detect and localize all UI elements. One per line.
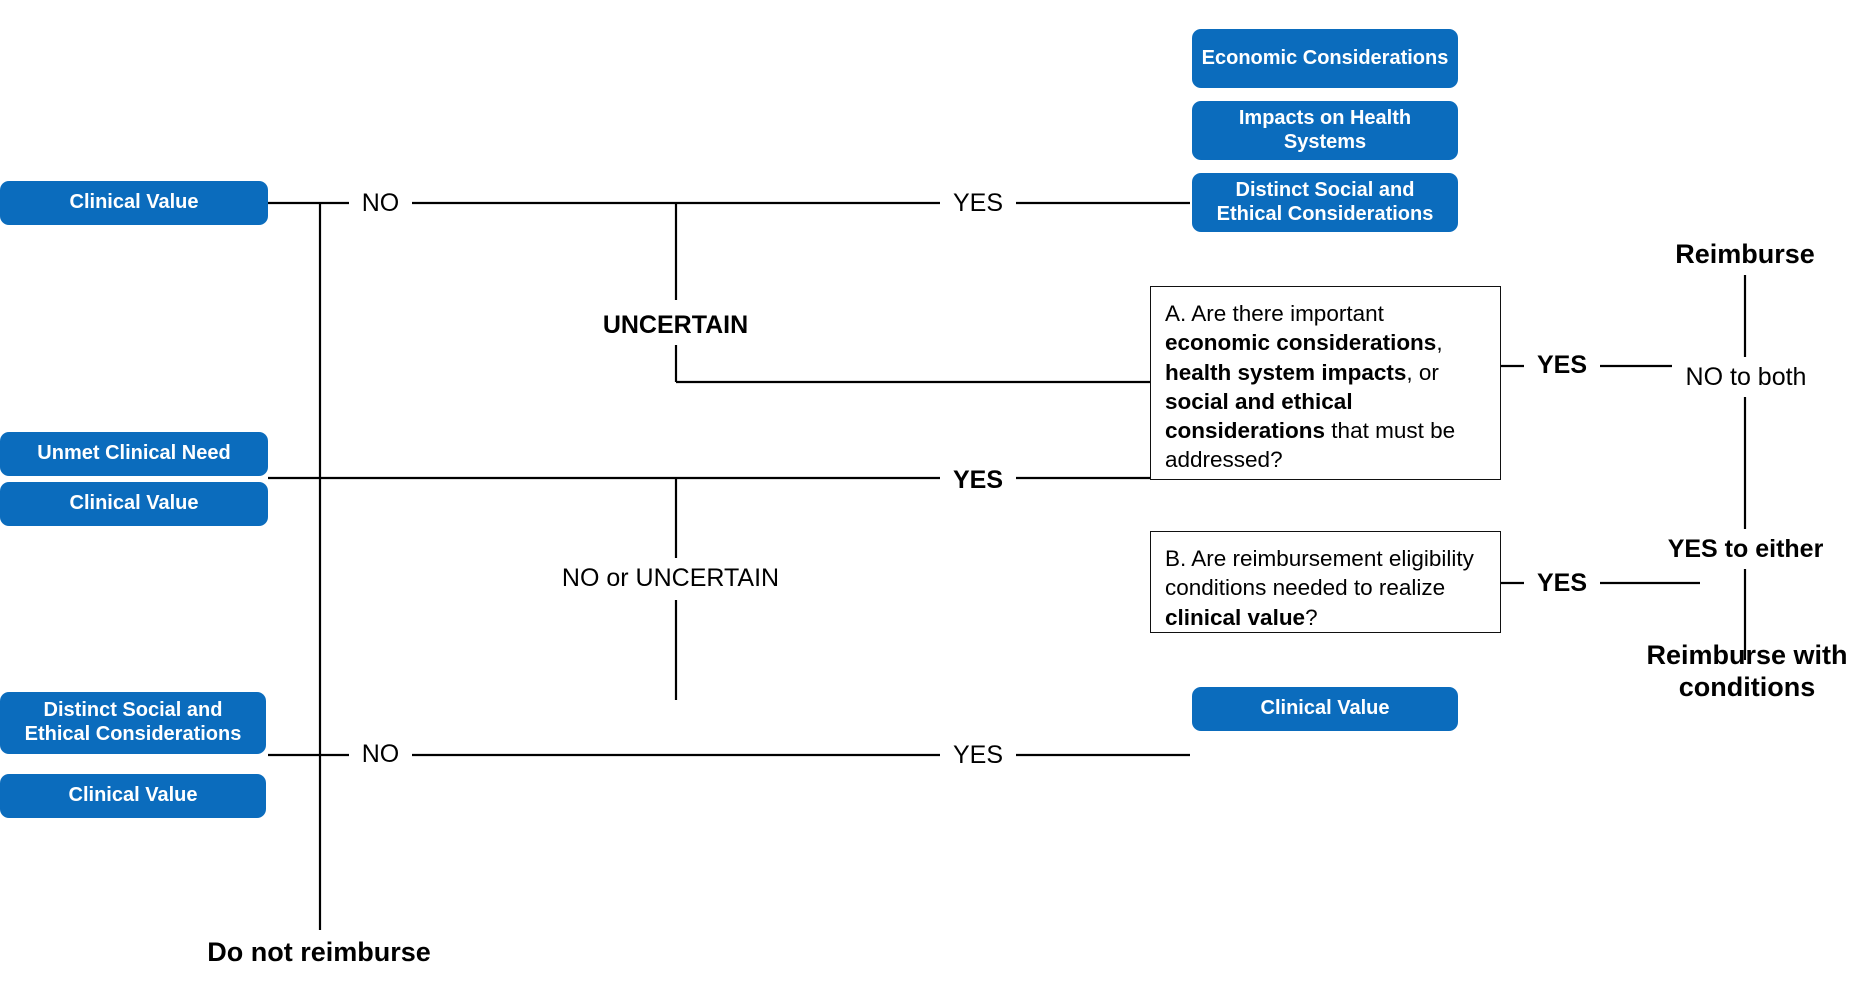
criteria-node-economic-considerations[interactable]: Economic Considerations [1192, 29, 1458, 88]
criteria-node-clinical-value-row3[interactable]: Clinical Value [0, 774, 266, 818]
question-b-suffix: ? [1305, 604, 1318, 630]
criteria-node-impacts-on-health-systems[interactable]: Impacts on Health Systems [1192, 101, 1458, 160]
edge-label-yes-question-b: YES [1524, 563, 1600, 604]
question-a-mid2: , or [1406, 359, 1439, 385]
question-a-mid1: , [1436, 330, 1443, 356]
edge-label-no-to-both: NO to both [1672, 357, 1820, 397]
question-a-suffix: that must be addressed? [1165, 418, 1456, 473]
edge-label-yes-question-a: YES [1524, 345, 1600, 386]
question-b-prefix: B. Are reimbursement eligibility conditi… [1165, 546, 1474, 601]
edge-label-yes-mid: YES [940, 460, 1016, 500]
edge-label-yes-to-either: YES to either [1660, 529, 1831, 569]
outcome-reimburse: Reimburse [1648, 233, 1842, 275]
outcome-reimburse-with-conditions: Reimburse with conditions [1646, 639, 1848, 702]
edge-label-yes-top: YES [940, 183, 1016, 223]
criteria-node-unmet-clinical-need[interactable]: Unmet Clinical Need [0, 432, 268, 476]
criteria-node-clinical-value-row2[interactable]: Clinical Value [0, 482, 268, 526]
edge-label-no-bottom: NO [349, 734, 412, 774]
edge-label-no-top: NO [349, 183, 412, 223]
criteria-node-clinical-value-row1[interactable]: Clinical Value [0, 181, 268, 225]
edge-label-yes-bottom: YES [940, 735, 1016, 775]
question-card-b[interactable]: B. Are reimbursement eligibility conditi… [1150, 531, 1501, 633]
edge-label-uncertain: UNCERTAIN [594, 305, 757, 345]
question-b-bold-clinical-value: clinical value [1165, 604, 1306, 630]
criteria-node-distinct-social-ethical-row3[interactable]: Distinct Social and Ethical Consideratio… [0, 692, 266, 754]
outcome-do-not-reimburse: Do not reimburse [178, 930, 460, 974]
question-a-bold-health-system: health system impacts [1165, 359, 1407, 385]
criteria-node-distinct-social-ethical-topright[interactable]: Distinct Social and Ethical Consideratio… [1192, 173, 1458, 232]
question-card-a[interactable]: A. Are there important economic consider… [1150, 286, 1501, 480]
criteria-node-clinical-value-midright[interactable]: Clinical Value [1192, 687, 1458, 731]
question-a-bold-economic: economic considerations [1165, 330, 1437, 356]
edge-label-no-or-uncertain: NO or UNCERTAIN [556, 558, 785, 598]
question-a-bold-social-ethical: social and ethical considerations [1165, 388, 1353, 443]
question-a-prefix: A. Are there important [1165, 301, 1384, 326]
